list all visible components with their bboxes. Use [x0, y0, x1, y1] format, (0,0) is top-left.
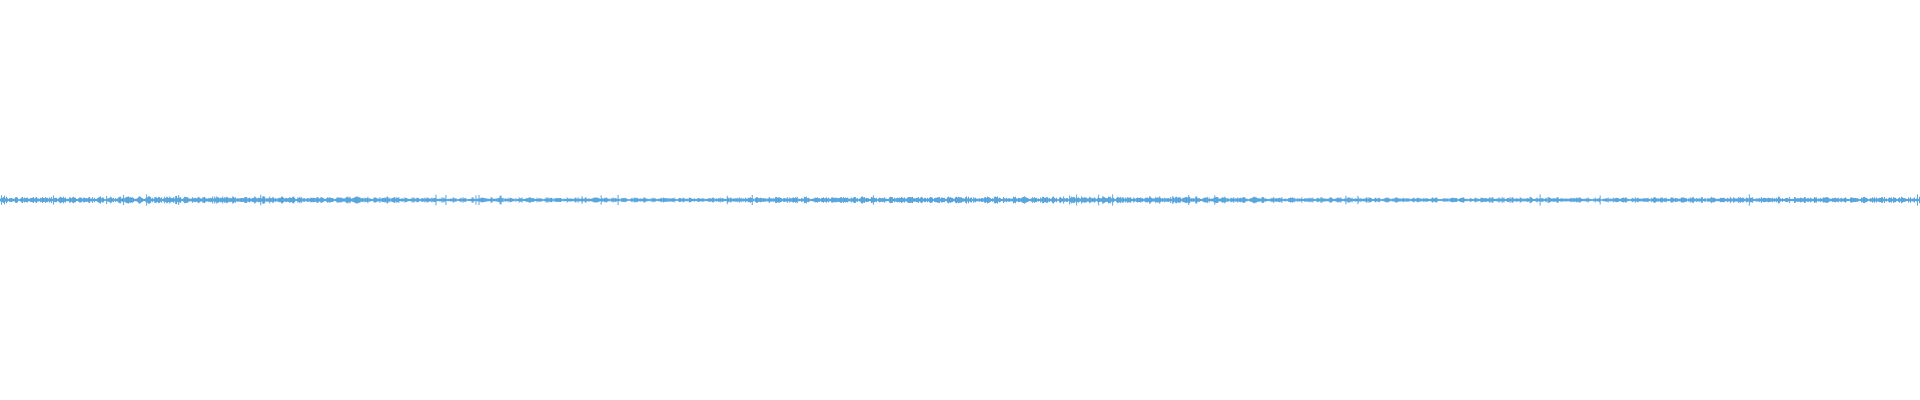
waveform-samples [0, 194, 1920, 206]
waveform-bars [0, 194, 1920, 206]
